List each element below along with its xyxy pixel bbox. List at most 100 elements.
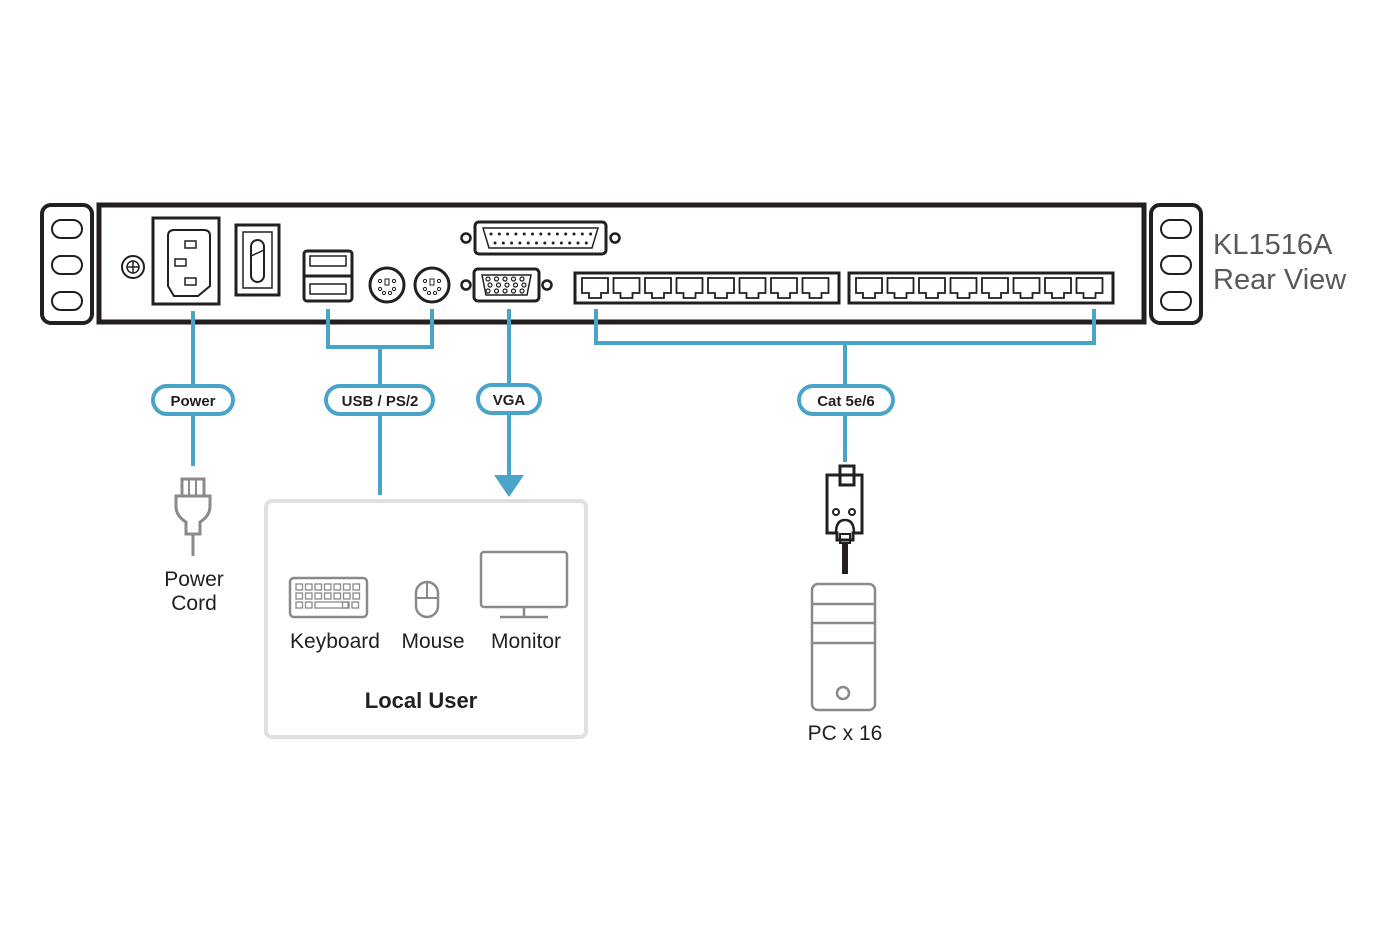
- db25-pin: [568, 241, 572, 245]
- db25-pin: [497, 232, 501, 236]
- rj45-port-icon: [1044, 277, 1072, 299]
- db25-pin: [551, 241, 555, 245]
- keyboard-key: [341, 601, 350, 609]
- vga-label: VGA: [476, 383, 542, 415]
- keyboard-key: [295, 583, 304, 591]
- keyboard-key: [295, 592, 304, 600]
- keyboard-key: [304, 601, 313, 609]
- model-name: KL1516A: [1213, 229, 1333, 261]
- rj45-port-icon: [918, 277, 946, 299]
- vga-pin: [485, 276, 491, 282]
- db25-pin: [501, 241, 505, 245]
- vga-pin: [487, 282, 493, 288]
- svg-text:USB / PS/2: USB / PS/2: [342, 393, 419, 410]
- rj45-port-group-2: [847, 271, 1115, 305]
- local-user-title: Local User: [365, 688, 478, 713]
- pc-tower-icon: [810, 582, 877, 712]
- db25-pin: [531, 232, 534, 236]
- keyboard-key: [342, 592, 351, 600]
- keyboard-key: [314, 583, 323, 591]
- power-switch-icon: [234, 223, 281, 297]
- db25-pin: [572, 232, 576, 236]
- vga-port-icon: [460, 267, 553, 303]
- vga-pin: [493, 276, 500, 282]
- keyboard-key: [314, 601, 349, 609]
- db25-pin: [506, 232, 510, 236]
- keyboard-key: [352, 592, 361, 600]
- rj45-port-icon: [855, 277, 883, 299]
- keyboard-key: [351, 601, 360, 609]
- vga-pin: [493, 288, 500, 294]
- db25-pin: [535, 241, 538, 245]
- keyboard-key: [352, 583, 361, 591]
- usb-ps2-connection-line: [326, 309, 434, 495]
- db25-pin: [489, 232, 493, 236]
- db25-pin: [526, 241, 530, 245]
- db25-pin: [493, 241, 497, 245]
- keyboard-key: [333, 592, 342, 600]
- db25-pin: [518, 241, 522, 245]
- db25-pin: [589, 232, 593, 236]
- mouse-label: Mouse: [401, 630, 464, 653]
- rj45-port-icon: [949, 277, 978, 299]
- db25-pin: [564, 232, 568, 236]
- rj45-port-group-1: [573, 271, 841, 305]
- power-label: Power: [151, 384, 235, 416]
- db25-pin: [543, 241, 547, 245]
- keyboard-label: Keyboard: [290, 630, 380, 653]
- svg-text:VGA: VGA: [493, 392, 526, 409]
- arrow-down-icon: [494, 475, 524, 497]
- rj45-plug-icon: [825, 464, 864, 574]
- chassis: [96, 202, 1147, 325]
- db25-pin: [510, 241, 514, 245]
- vga-pin: [502, 288, 508, 294]
- rj45-port-icon: [581, 277, 609, 299]
- vga-pin: [521, 282, 527, 288]
- rj45-port-icon: [886, 277, 915, 299]
- keyboard-key: [342, 583, 351, 591]
- db25-pin: [539, 232, 543, 236]
- usb-ports-icon: [302, 249, 354, 303]
- rj45-port-icon: [801, 277, 830, 299]
- vga-pin: [519, 288, 525, 294]
- rj45-port-icon: [612, 277, 641, 299]
- svg-text:Power: Power: [170, 393, 215, 410]
- keyboard-icon: [288, 576, 369, 619]
- ps2-port-mouse-icon: [413, 266, 451, 304]
- vga-pin: [504, 282, 510, 288]
- cat-connection-line: [594, 309, 1096, 462]
- power-cord-label-line2: Cord: [171, 592, 217, 615]
- power-plug-icon: [174, 477, 212, 556]
- rj45-port-icon: [707, 277, 735, 299]
- keyboard-key: [323, 592, 332, 600]
- left-rack-ear: [40, 203, 94, 325]
- local-user-box: [264, 499, 588, 739]
- rj45-port-icon: [1012, 277, 1041, 299]
- rj45-port-icon: [675, 277, 704, 299]
- db25-pin: [555, 232, 559, 236]
- db25-pin: [559, 241, 563, 245]
- mouse-icon: [414, 580, 440, 619]
- keyboard-key: [333, 583, 342, 591]
- vga-pin: [512, 282, 519, 288]
- pc-label: PC x 16: [808, 722, 883, 745]
- rj45-port-icon: [981, 277, 1009, 299]
- db25-pin: [584, 241, 588, 245]
- monitor-icon: [479, 550, 569, 619]
- vga-pin: [519, 276, 525, 282]
- rj45-port-icon: [770, 277, 798, 299]
- db25-pin: [547, 232, 551, 236]
- rj45-port-icon: [1075, 277, 1104, 299]
- keyboard-key: [314, 592, 323, 600]
- cat-label: Cat 5e/6: [797, 384, 895, 416]
- right-rack-ear: [1149, 203, 1203, 325]
- vga-pin: [510, 276, 517, 282]
- db25-port-icon: [460, 220, 621, 256]
- svg-text:Cat 5e/6: Cat 5e/6: [817, 393, 875, 410]
- rj45-port-icon: [644, 277, 672, 299]
- db25-pin: [522, 232, 526, 236]
- monitor-label: Monitor: [491, 630, 561, 653]
- keyboard-key: [323, 583, 332, 591]
- vga-pin: [510, 288, 517, 294]
